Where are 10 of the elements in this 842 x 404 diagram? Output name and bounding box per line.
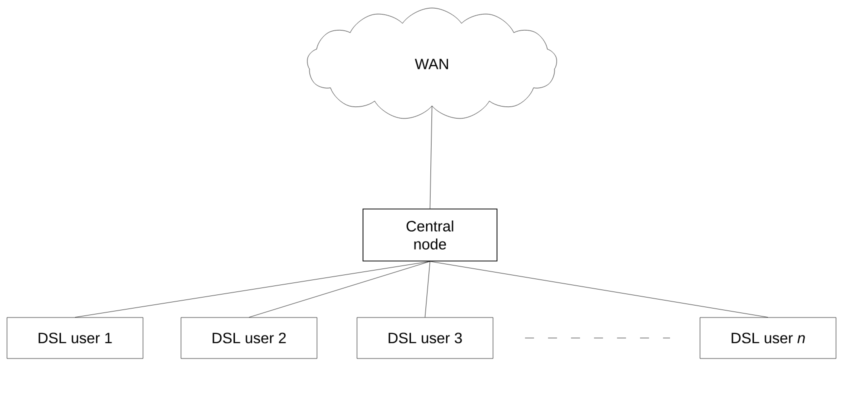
network-cloud: WAN [307, 8, 557, 119]
process-box: DSL user 1 [6, 317, 144, 359]
connector-line [424, 261, 430, 318]
connector-line [74, 261, 430, 318]
process-box: DSL user 3 [356, 317, 494, 359]
process-box: Central node [362, 208, 498, 262]
connector-line [248, 261, 430, 318]
process-box: DSL user n [700, 317, 836, 359]
process-box: DSL user 2 [180, 317, 318, 359]
connector-line [430, 261, 768, 318]
